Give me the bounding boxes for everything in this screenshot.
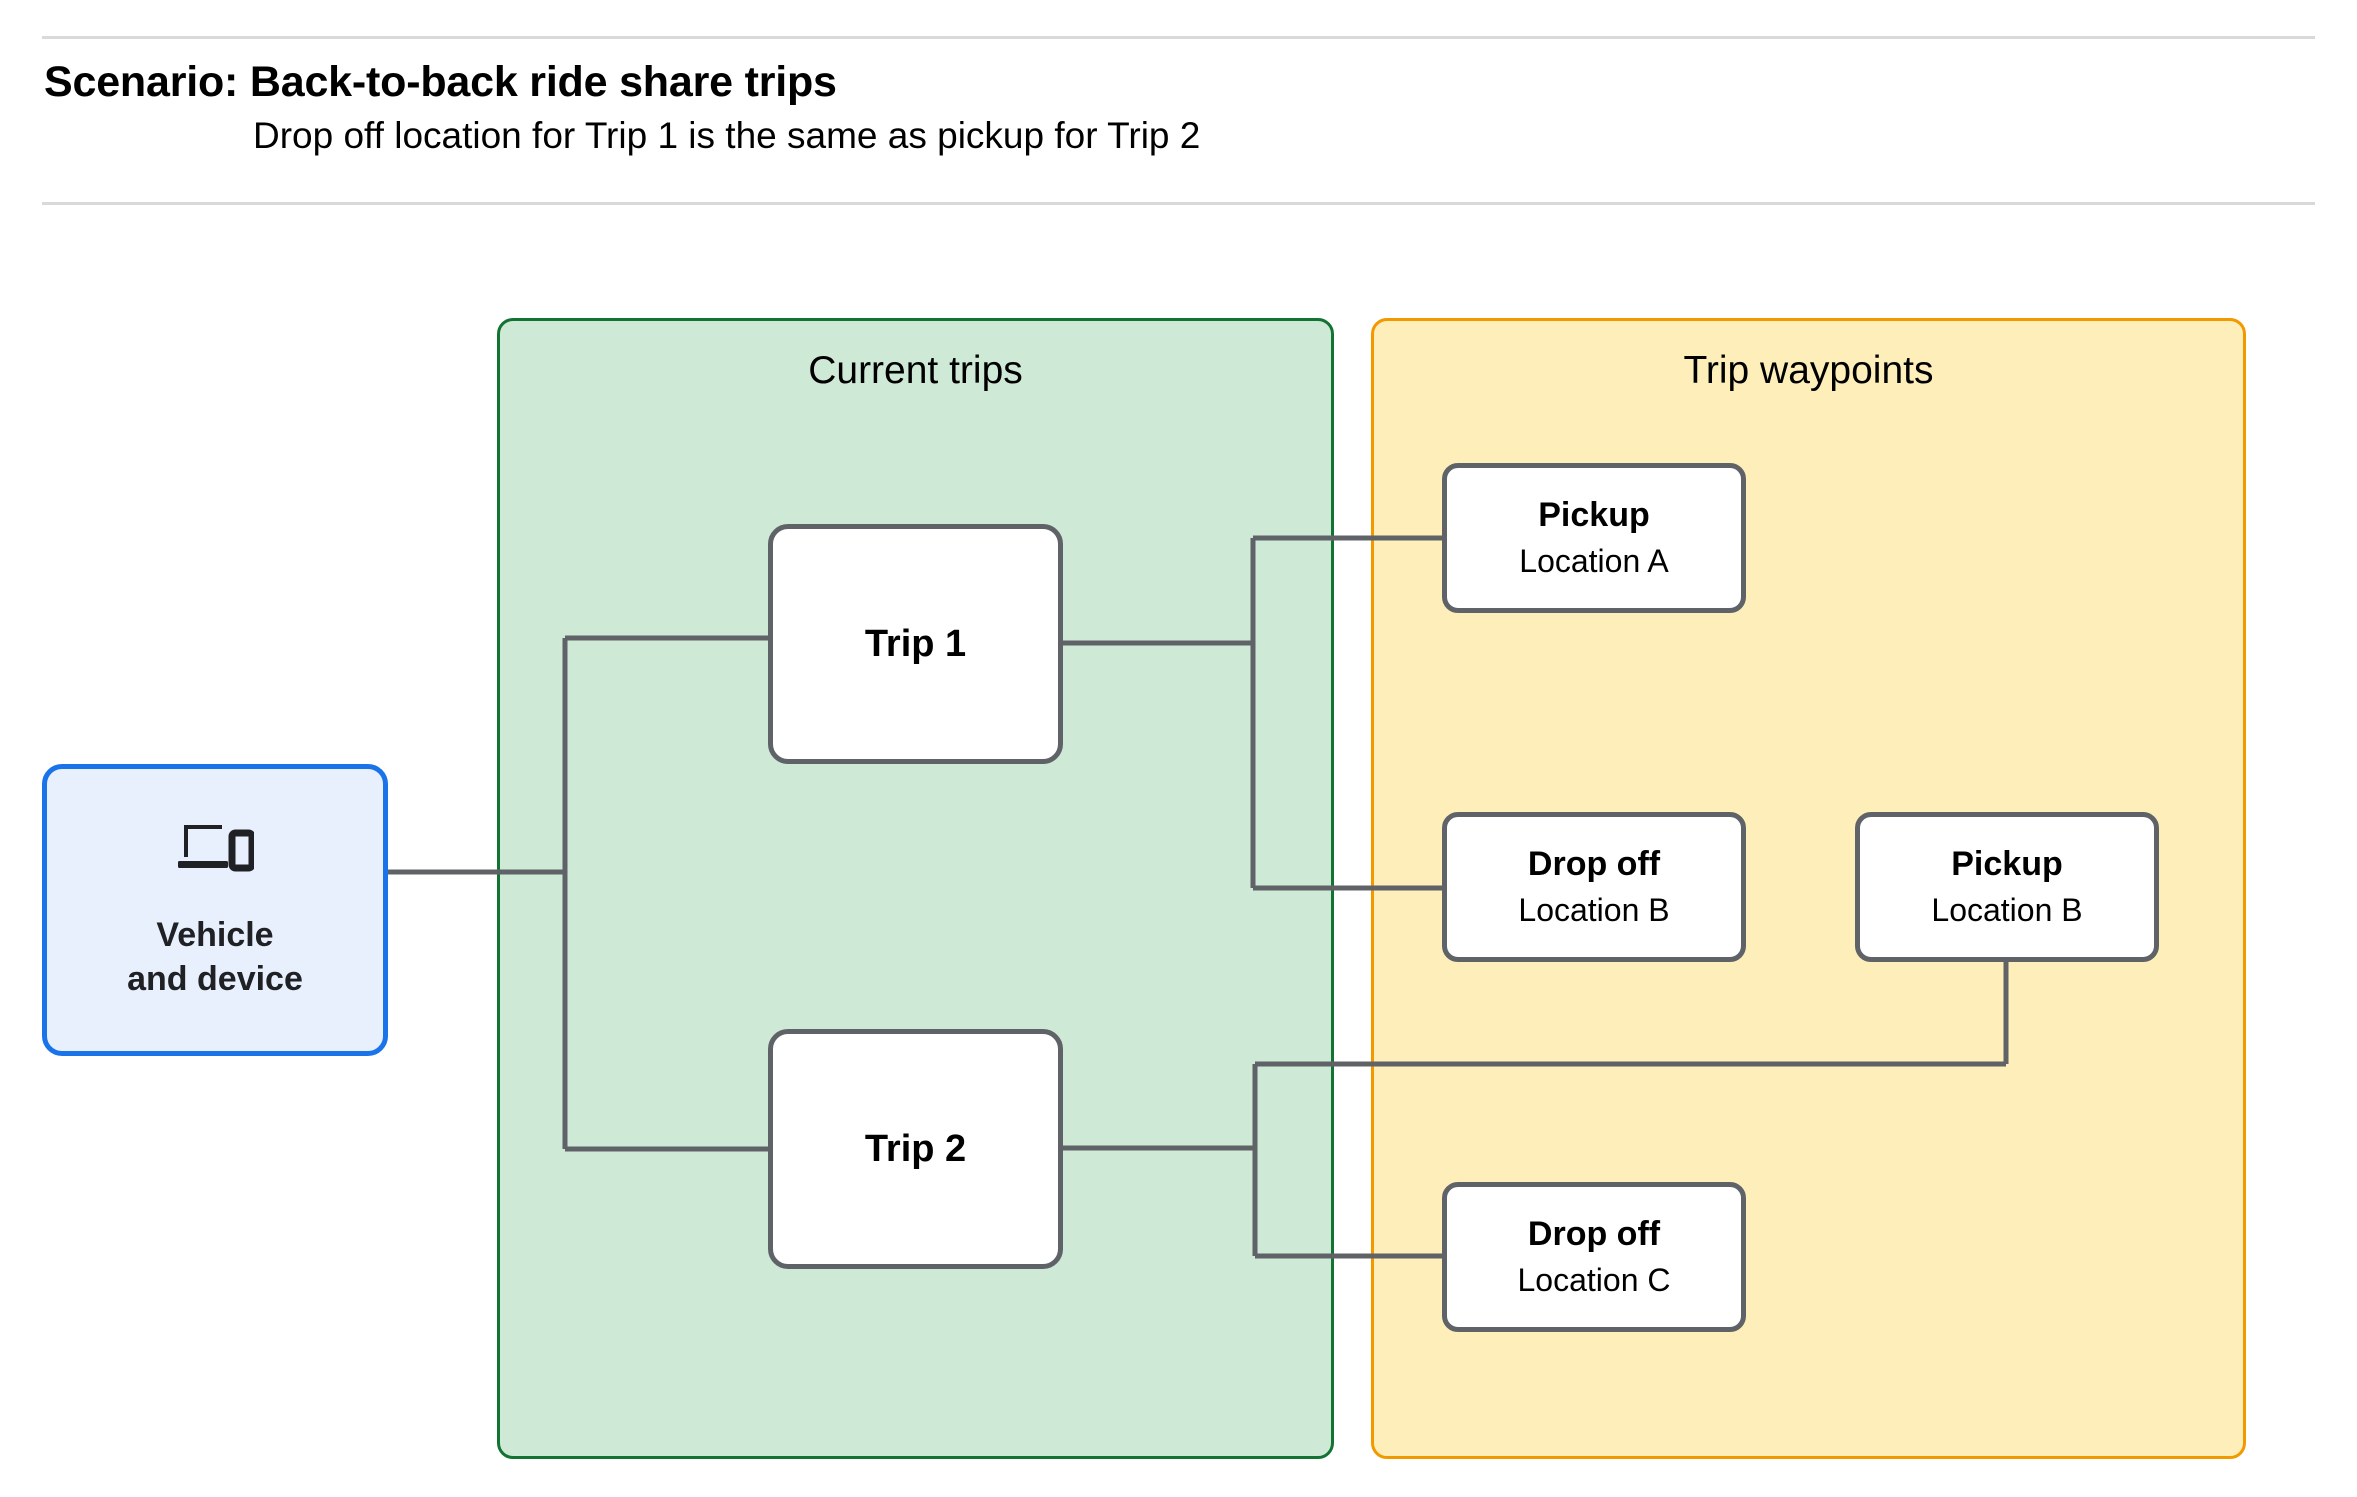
node-trip-1[interactable]: Trip 1	[768, 524, 1063, 764]
node-label-trip-1: Trip 1	[864, 622, 967, 665]
vehicle-label-line-1: Vehicle	[156, 915, 274, 954]
node-waypoint-dropoff-b[interactable]: Drop off Location B	[1442, 812, 1746, 962]
waypoint-kind-pickup-b: Pickup	[1951, 845, 2063, 884]
waypoint-kind-pickup-a: Pickup	[1538, 496, 1650, 535]
header-divider-bottom	[42, 202, 2315, 205]
waypoint-location-dropoff-c: Location C	[1517, 1262, 1671, 1299]
waypoint-kind-dropoff-c: Drop off	[1527, 1215, 1661, 1254]
page-title: Scenario: Back-to-back ride share trips	[44, 58, 837, 106]
node-waypoint-pickup-b[interactable]: Pickup Location B	[1855, 812, 2159, 962]
group-panel-current-trips: Current trips	[497, 318, 1334, 1459]
vehicle-label-line-2: and device	[127, 960, 303, 998]
node-waypoint-dropoff-c[interactable]: Drop off Location C	[1442, 1182, 1746, 1332]
node-vehicle-and-device[interactable]: Vehicle and device	[42, 764, 388, 1056]
waypoint-location-dropoff-b: Location B	[1518, 892, 1670, 929]
node-label-vehicle: Vehicle and device	[127, 913, 303, 1001]
node-waypoint-pickup-a[interactable]: Pickup Location A	[1442, 463, 1746, 613]
waypoint-location-pickup-a: Location A	[1519, 543, 1669, 580]
waypoint-location-pickup-b: Location B	[1931, 892, 2083, 929]
header-block: Scenario: Back-to-back ride share trips …	[44, 58, 2244, 157]
group-title-trip-waypoints: Trip waypoints	[1683, 349, 1934, 392]
devices-icon	[176, 819, 256, 877]
page-subtitle: Drop off location for Trip 1 is the same…	[253, 115, 1201, 157]
node-trip-2[interactable]: Trip 2	[768, 1029, 1063, 1269]
waypoint-kind-dropoff-b: Drop off	[1527, 845, 1661, 884]
header-divider-top	[42, 36, 2315, 39]
node-label-trip-2: Trip 2	[864, 1127, 967, 1170]
group-title-current-trips: Current trips	[808, 349, 1023, 392]
